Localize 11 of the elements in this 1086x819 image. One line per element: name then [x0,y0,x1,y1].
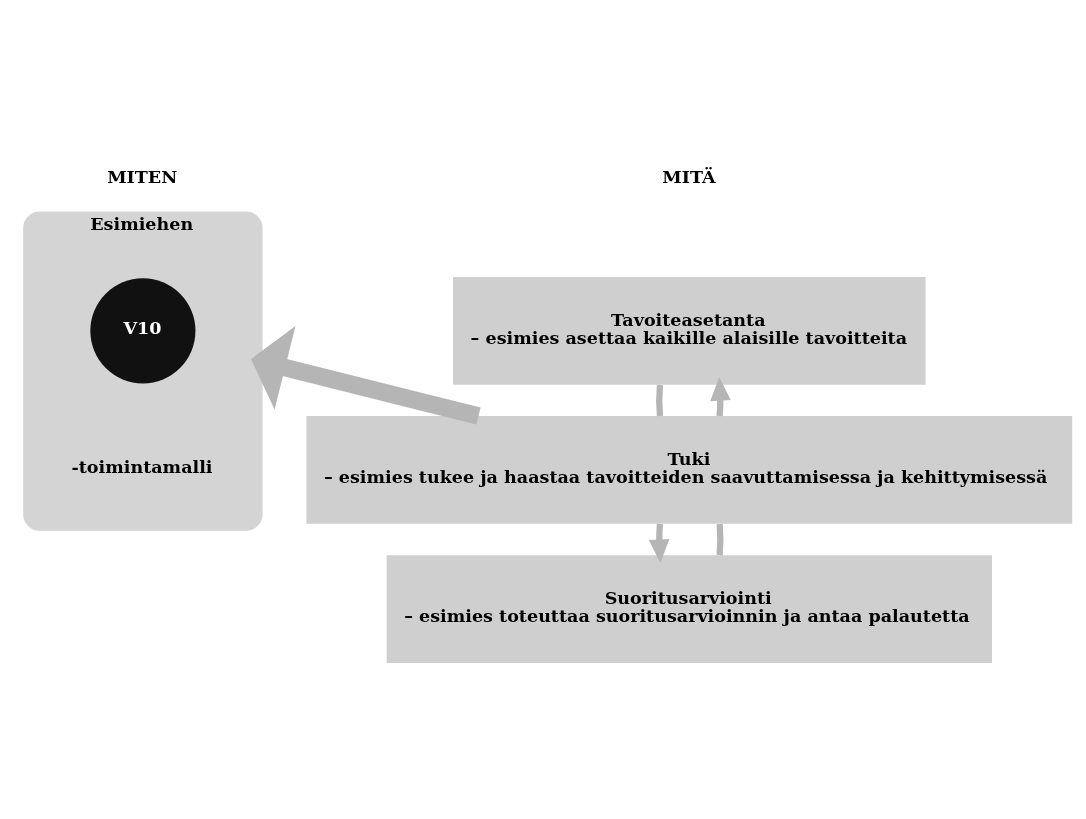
arrow [648,523,670,563]
label: MITÄ [662,166,716,187]
node-box: Tavoiteasetanta – esimies asettaa kaikille alaisille tavoitteita [453,276,926,385]
node-box: Suoritusarviointi – esimies toteuttaa suoritusarvioinnin ja antaa palautetta [386,554,992,663]
arrow [710,376,731,416]
arrow [250,325,481,425]
label: MITEN [107,166,178,187]
node-box: Tuki – esimies tukee ja haastaa tavoitteiden saavuttamisessa ja kehittymisessä [306,415,1073,524]
connector [656,384,664,416]
connector [716,523,724,555]
node-circle: V10 [90,277,196,383]
